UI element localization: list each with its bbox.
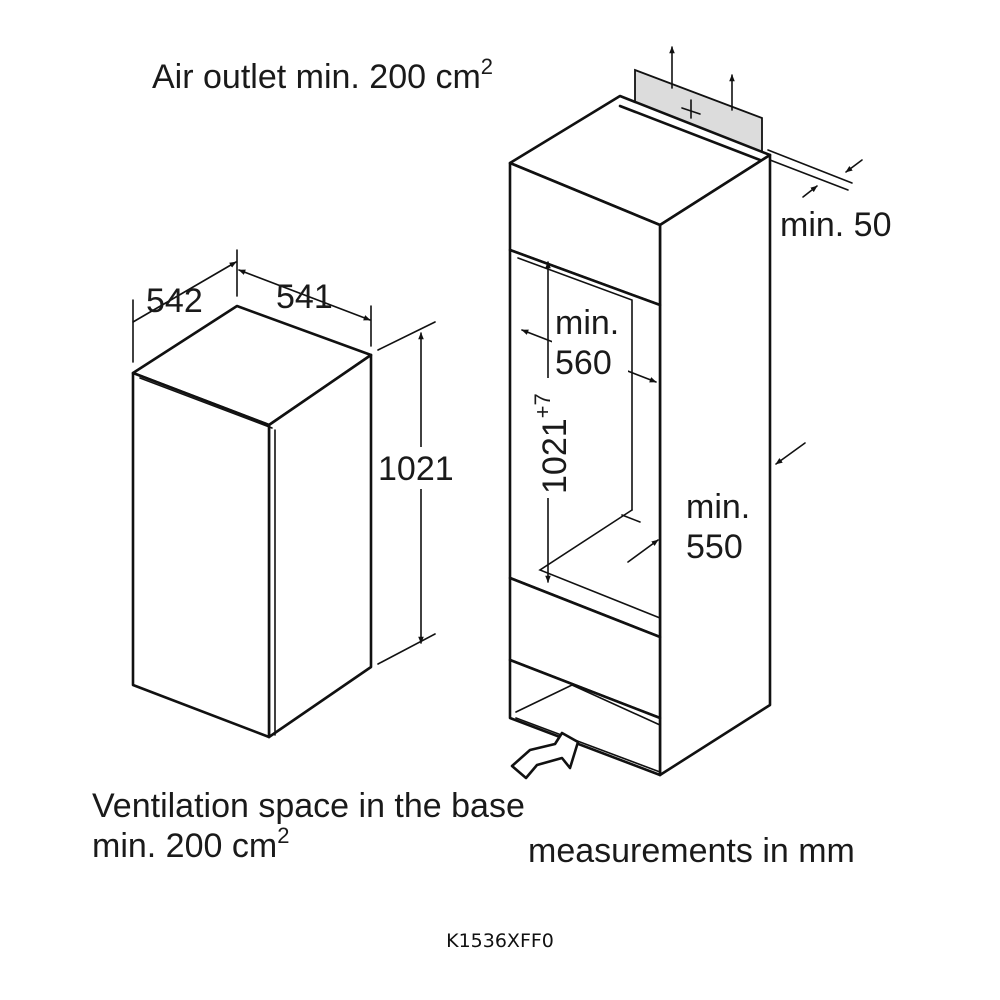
gap-extension-1 — [767, 149, 853, 184]
niche-depth-arrow-back — [775, 442, 806, 465]
niche-width-label-mask — [552, 306, 628, 384]
gap-extension-2 — [769, 159, 849, 191]
measurements-label: measurements in mm — [528, 832, 855, 870]
opening-inner-floor — [538, 509, 661, 619]
appliance-drawing: 542 541 1021 — [131, 249, 464, 739]
gap-arrow-in — [802, 185, 818, 198]
niche-width-label-2: 560 — [555, 344, 612, 382]
model-code: K1536XFF0 — [446, 930, 554, 952]
niche-depth-arrow-front — [627, 539, 659, 563]
niche-gap-value: min. 50 — [780, 206, 892, 244]
base-ventilation-arrow — [510, 731, 580, 780]
base-inner-lines — [515, 684, 661, 726]
appliance-front-face — [131, 371, 271, 739]
depth-dimension-line — [132, 261, 237, 323]
base-floor-line — [515, 717, 661, 773]
niche-side-face — [658, 153, 772, 777]
height-label-mask — [376, 447, 464, 489]
niche-width-label-1: min. — [555, 304, 619, 342]
appliance-door-edge — [139, 377, 273, 429]
niche-depth-label-2: 550 — [686, 528, 743, 566]
niche-height-label-mask — [530, 378, 566, 498]
opening-inner-right — [517, 257, 633, 511]
niche-top-inner-edge — [618, 104, 762, 162]
niche-drawing: min. 50 min. 560 1021+7 min. 550 — [508, 46, 892, 780]
niche-height-label: 1021+7 — [530, 393, 574, 494]
appliance-depth-value: 542 — [146, 282, 203, 320]
width-dimension-line — [238, 269, 371, 321]
height-extension-top — [377, 321, 436, 351]
appliance-height-value: 1021 — [378, 450, 454, 488]
appliance-width-value: 541 — [276, 278, 333, 316]
height-extension-bottom — [377, 633, 436, 665]
opening-inner-step — [621, 514, 641, 523]
gap-arrow-out — [845, 159, 863, 173]
niche-depth-label-1: min. — [686, 488, 750, 526]
ventilation-label-1: Ventilation space in the base — [92, 787, 525, 825]
ventilation-label-2: min. 200 cm2 — [92, 823, 289, 865]
air-outlet-label: Air outlet min. 200 cm2 — [152, 54, 493, 96]
niche-base — [508, 658, 662, 777]
